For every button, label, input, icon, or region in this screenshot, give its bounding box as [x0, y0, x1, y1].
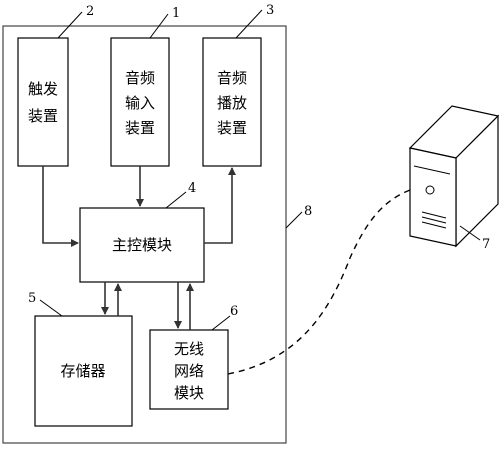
- trigger-device-label-line2: 装置: [28, 107, 58, 125]
- main-control-module-label: 主控模块: [112, 236, 172, 254]
- arrow-trigger-to-main: [42, 166, 79, 247]
- leader-2: [57, 11, 83, 39]
- ref-number-6: 6: [230, 304, 238, 319]
- leader-5: [39, 299, 63, 317]
- leader-8: [285, 211, 303, 229]
- wireless-label-line3: 模块: [174, 384, 204, 402]
- leader-1: [149, 13, 169, 39]
- ref-number-1: 1: [172, 6, 180, 21]
- memory-label: 存储器: [60, 362, 105, 380]
- ref-number-7: 7: [482, 237, 490, 252]
- ref-number-2: 2: [86, 4, 94, 19]
- ref-number-5: 5: [28, 291, 36, 306]
- trigger-device-label-line1: 触发: [28, 80, 58, 98]
- leader-7: [459, 225, 481, 241]
- leader-3: [235, 9, 263, 39]
- audio-playback-label-line2: 播放: [217, 94, 247, 112]
- ref-number-4: 4: [188, 181, 196, 196]
- ref-number-3: 3: [266, 3, 274, 18]
- server-icon: [408, 105, 500, 248]
- wireless-network-module-box: [149, 329, 229, 410]
- ref-number-8: 8: [304, 204, 312, 219]
- wireless-label-line1: 无线: [174, 340, 204, 358]
- memory-box: [34, 315, 133, 427]
- audio-input-label-line3: 装置: [125, 119, 155, 137]
- trigger-device-box: [17, 37, 69, 167]
- audio-input-label-line1: 音频: [125, 69, 155, 87]
- audio-playback-device-box: [202, 37, 262, 167]
- leader-4: [165, 191, 187, 209]
- leader-6: [211, 315, 231, 331]
- arrow-main-to-audio-playback: [204, 167, 236, 244]
- wireless-label-line2: 网络: [174, 362, 204, 380]
- wireless-link-dashed: [227, 189, 411, 375]
- audio-playback-label-line3: 装置: [217, 119, 247, 137]
- audio-input-label-line2: 输入: [125, 94, 155, 112]
- device-enclosure: [2, 25, 287, 444]
- audio-playback-label-line1: 音频: [217, 69, 247, 87]
- main-control-module-box: [79, 207, 205, 283]
